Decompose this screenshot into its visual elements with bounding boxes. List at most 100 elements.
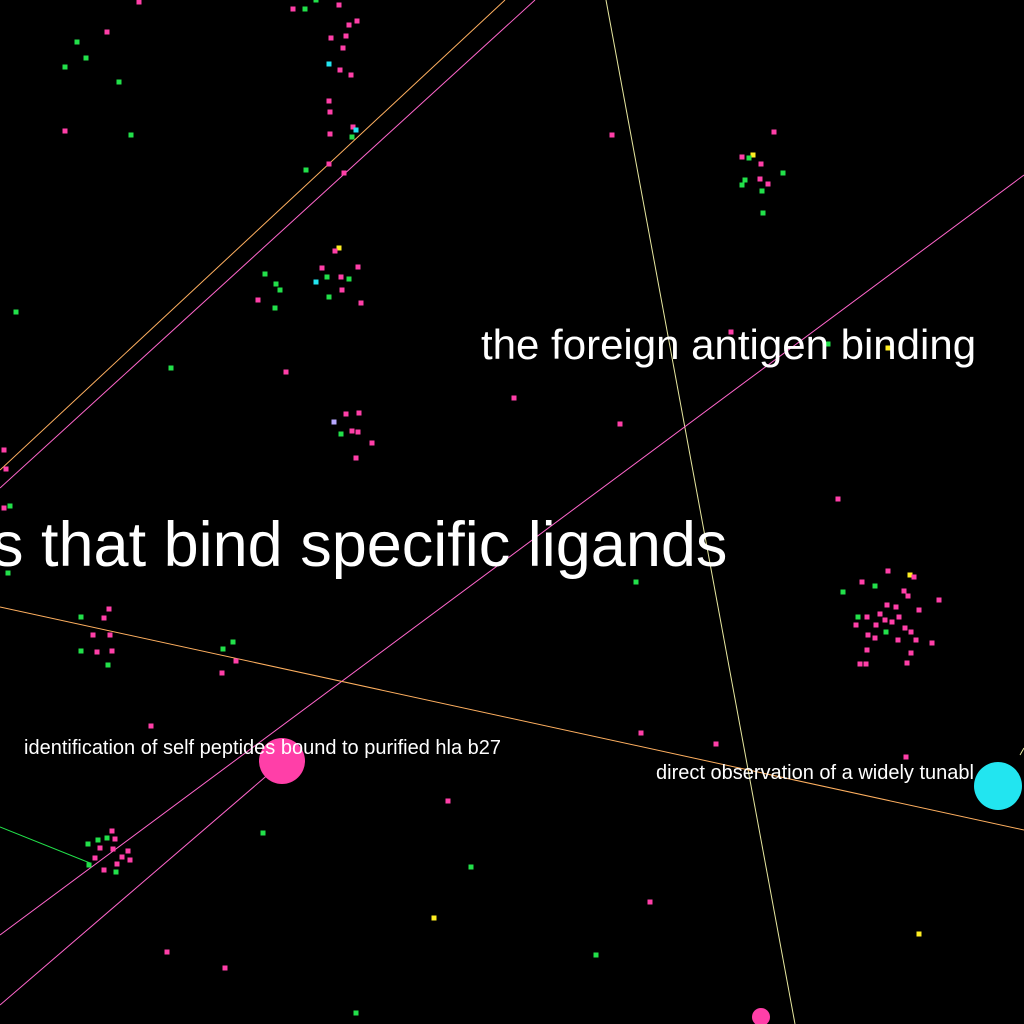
paper-node-green [825, 341, 831, 347]
paper-node-green [83, 55, 89, 61]
paper-node-magenta [136, 0, 142, 5]
paper-node-magenta [369, 440, 375, 446]
paper-node-green [780, 170, 786, 176]
paper-node-magenta [916, 607, 922, 613]
paper-node-magenta [929, 640, 935, 646]
paper-node-magenta [885, 568, 891, 574]
paper-node-magenta [101, 867, 107, 873]
paper-node-magenta [125, 848, 131, 854]
cluster-label-large[interactable]: s that bind specific ligands [0, 510, 728, 580]
paper-node-green [116, 79, 122, 85]
link-line [0, 759, 286, 1006]
paper-node-magenta [911, 574, 917, 580]
paper-node-magenta [348, 72, 354, 78]
paper-node-magenta [346, 22, 352, 28]
paper-node-green [113, 869, 119, 875]
paper-node-green [346, 276, 352, 282]
paper-node-green [7, 503, 13, 509]
paper-node-magenta [739, 154, 745, 160]
paper-node-magenta [864, 647, 870, 653]
paper-node-magenta [109, 648, 115, 654]
paper-node-green [220, 646, 226, 652]
paper-node-magenta [219, 670, 225, 676]
paper-node-magenta [863, 661, 869, 667]
paper-node-magenta [913, 637, 919, 643]
paper-node-magenta [164, 949, 170, 955]
paper-label-tunable[interactable]: direct observation of a widely tunabl [656, 762, 974, 784]
link-line [1019, 747, 1024, 756]
paper-node-magenta [119, 854, 125, 860]
paper-node-green [855, 614, 861, 620]
link-line [0, 174, 1024, 936]
paper-node-magenta [355, 264, 361, 270]
paper-node-green [85, 841, 91, 847]
paper-node-magenta [94, 649, 100, 655]
paper-node-magenta [865, 632, 871, 638]
highlight-node-magenta-small [752, 1008, 770, 1024]
highlight-node-layer [259, 738, 1022, 1024]
paper-node-green [13, 309, 19, 315]
paper-node-green [883, 629, 889, 635]
paper-node-magenta [355, 429, 361, 435]
paper-node-yellow [431, 915, 437, 921]
paper-node-green [78, 648, 84, 654]
link-line [605, 0, 796, 1024]
paper-node-green [273, 281, 279, 287]
paper-label-hla-b27[interactable]: identification of self peptides bound to… [24, 737, 502, 759]
paper-node-green [593, 952, 599, 958]
paper-node-cyan [353, 127, 359, 133]
cluster-label-medium[interactable]: the foreign antigen binding [481, 321, 977, 368]
paper-node-green [230, 639, 236, 645]
paper-node-green [746, 155, 752, 161]
paper-node-magenta [107, 632, 113, 638]
paper-node-magenta [872, 635, 878, 641]
paper-node-magenta [148, 723, 154, 729]
paper-node-magenta [104, 29, 110, 35]
highlight-node-cyan [974, 762, 1022, 810]
paper-node-green [760, 210, 766, 216]
paper-node-magenta [338, 274, 344, 280]
paper-node-magenta [90, 632, 96, 638]
paper-node-magenta [859, 579, 865, 585]
paper-node-magenta [882, 617, 888, 623]
paper-node-magenta [109, 828, 115, 834]
paper-node-green [277, 287, 283, 293]
link-line [0, 0, 506, 471]
paper-node-magenta [332, 248, 338, 254]
paper-node-green [633, 579, 639, 585]
paper-node-magenta [327, 131, 333, 137]
paper-node-magenta [902, 625, 908, 631]
paper-node-magenta [889, 619, 895, 625]
paper-node-magenta [765, 181, 771, 187]
paper-node-magenta [3, 466, 9, 472]
paper-node-magenta [771, 129, 777, 135]
paper-node-magenta [222, 965, 228, 971]
paper-node-magenta [101, 615, 107, 621]
paper-node-green [128, 132, 134, 138]
paper-node-magenta [853, 622, 859, 628]
paper-node-green [468, 864, 474, 870]
paper-node-magenta [904, 660, 910, 666]
paper-node-green [872, 583, 878, 589]
paper-node-cyan [313, 279, 319, 285]
paper-node-green [86, 862, 92, 868]
paper-node-cyan [326, 61, 332, 67]
paper-node-magenta [326, 98, 332, 104]
paper-node-magenta [757, 176, 763, 182]
paper-node-yellow [336, 245, 342, 251]
paper-node-magenta [110, 846, 116, 852]
paper-node-magenta [908, 650, 914, 656]
paper-node-magenta [328, 35, 334, 41]
paper-node-magenta [97, 845, 103, 851]
paper-node-magenta [353, 455, 359, 461]
paper-node-magenta [638, 730, 644, 736]
paper-node-green [95, 837, 101, 843]
paper-node-green [324, 274, 330, 280]
paper-node-green [759, 188, 765, 194]
paper-node-yellow [916, 931, 922, 937]
paper-node-magenta [319, 265, 325, 271]
paper-node-magenta [877, 611, 883, 617]
paper-node-green [742, 177, 748, 183]
paper-node-green [338, 431, 344, 437]
